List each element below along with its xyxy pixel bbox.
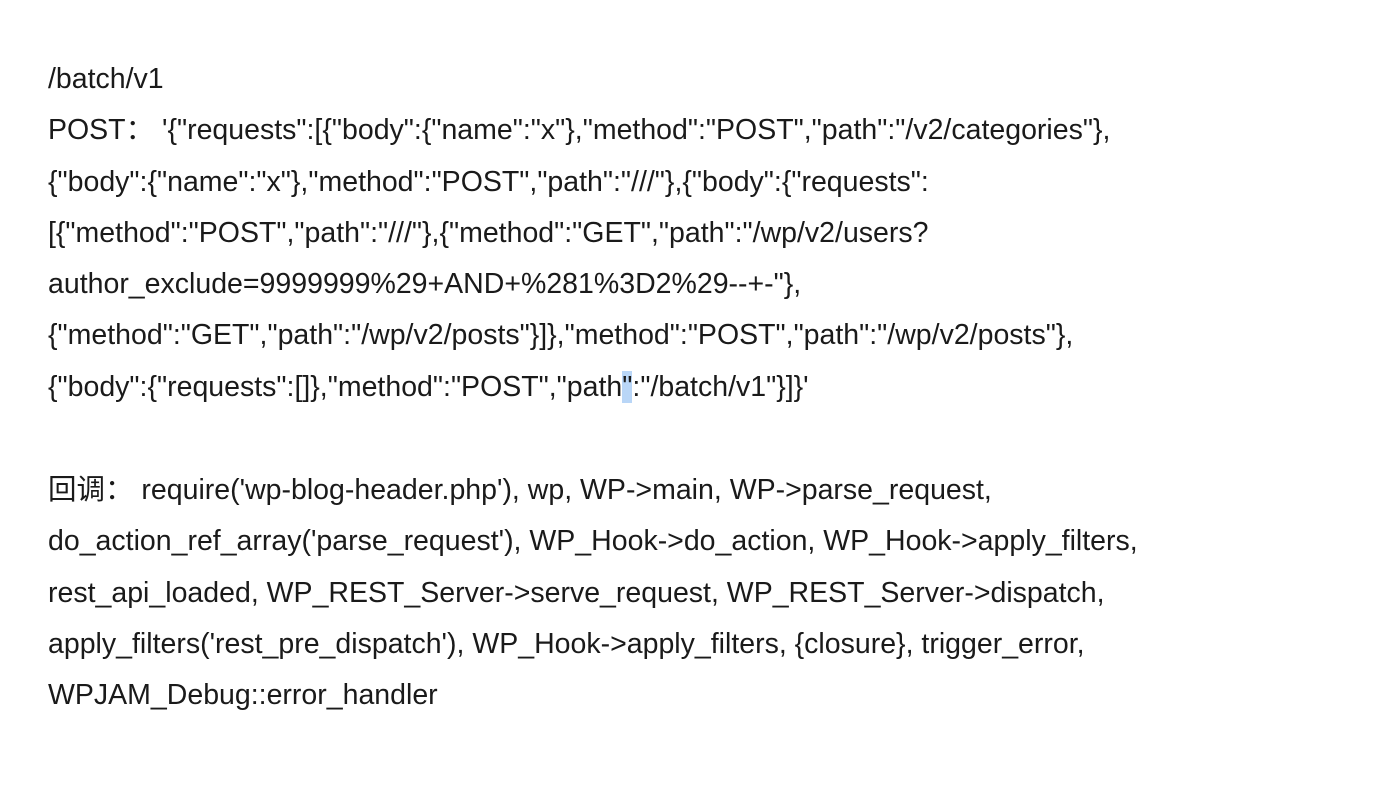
endpoint-text: /batch/v1 [48, 63, 164, 95]
callback-line-2: do_action_ref_array('parse_request'), WP… [48, 525, 1138, 558]
request-line-4: author_exclude=9999999%29+AND+%281%3D2%2… [48, 268, 802, 301]
request-line-6-after: :"/batch/v1"}]}' [632, 370, 809, 403]
document-body: /batch/v1 POST： '{"requests":[{"body":{"… [48, 54, 1368, 722]
request-line-3: [{"method":"POST","path":"///"},{"method… [48, 216, 929, 249]
request-line-5: {"method":"GET","path":"/wp/v2/posts"}]}… [48, 319, 1074, 352]
request-line-6: {"body":{"requests":[]},"method":"POST",… [48, 362, 1368, 413]
request-line-1: POST： '{"requests":[{"body":{"name":"x"}… [48, 114, 1111, 147]
callback-line-4: apply_filters('rest_pre_dispatch'), WP_H… [48, 627, 1085, 660]
text-selection[interactable]: " [622, 370, 633, 403]
request-line-6-before: {"body":{"requests":[]},"method":"POST",… [48, 370, 623, 403]
callback-line-5: WPJAM_Debug::error_handler [48, 679, 438, 712]
callback-line-3: rest_api_loaded, WP_REST_Server->serve_r… [48, 576, 1105, 609]
callback-line-1: 回调： require('wp-blog-header.php'), wp, W… [48, 474, 992, 507]
paragraph-gap [48, 413, 1368, 465]
request-line-2: {"body":{"name":"x"},"method":"POST","pa… [48, 165, 929, 198]
